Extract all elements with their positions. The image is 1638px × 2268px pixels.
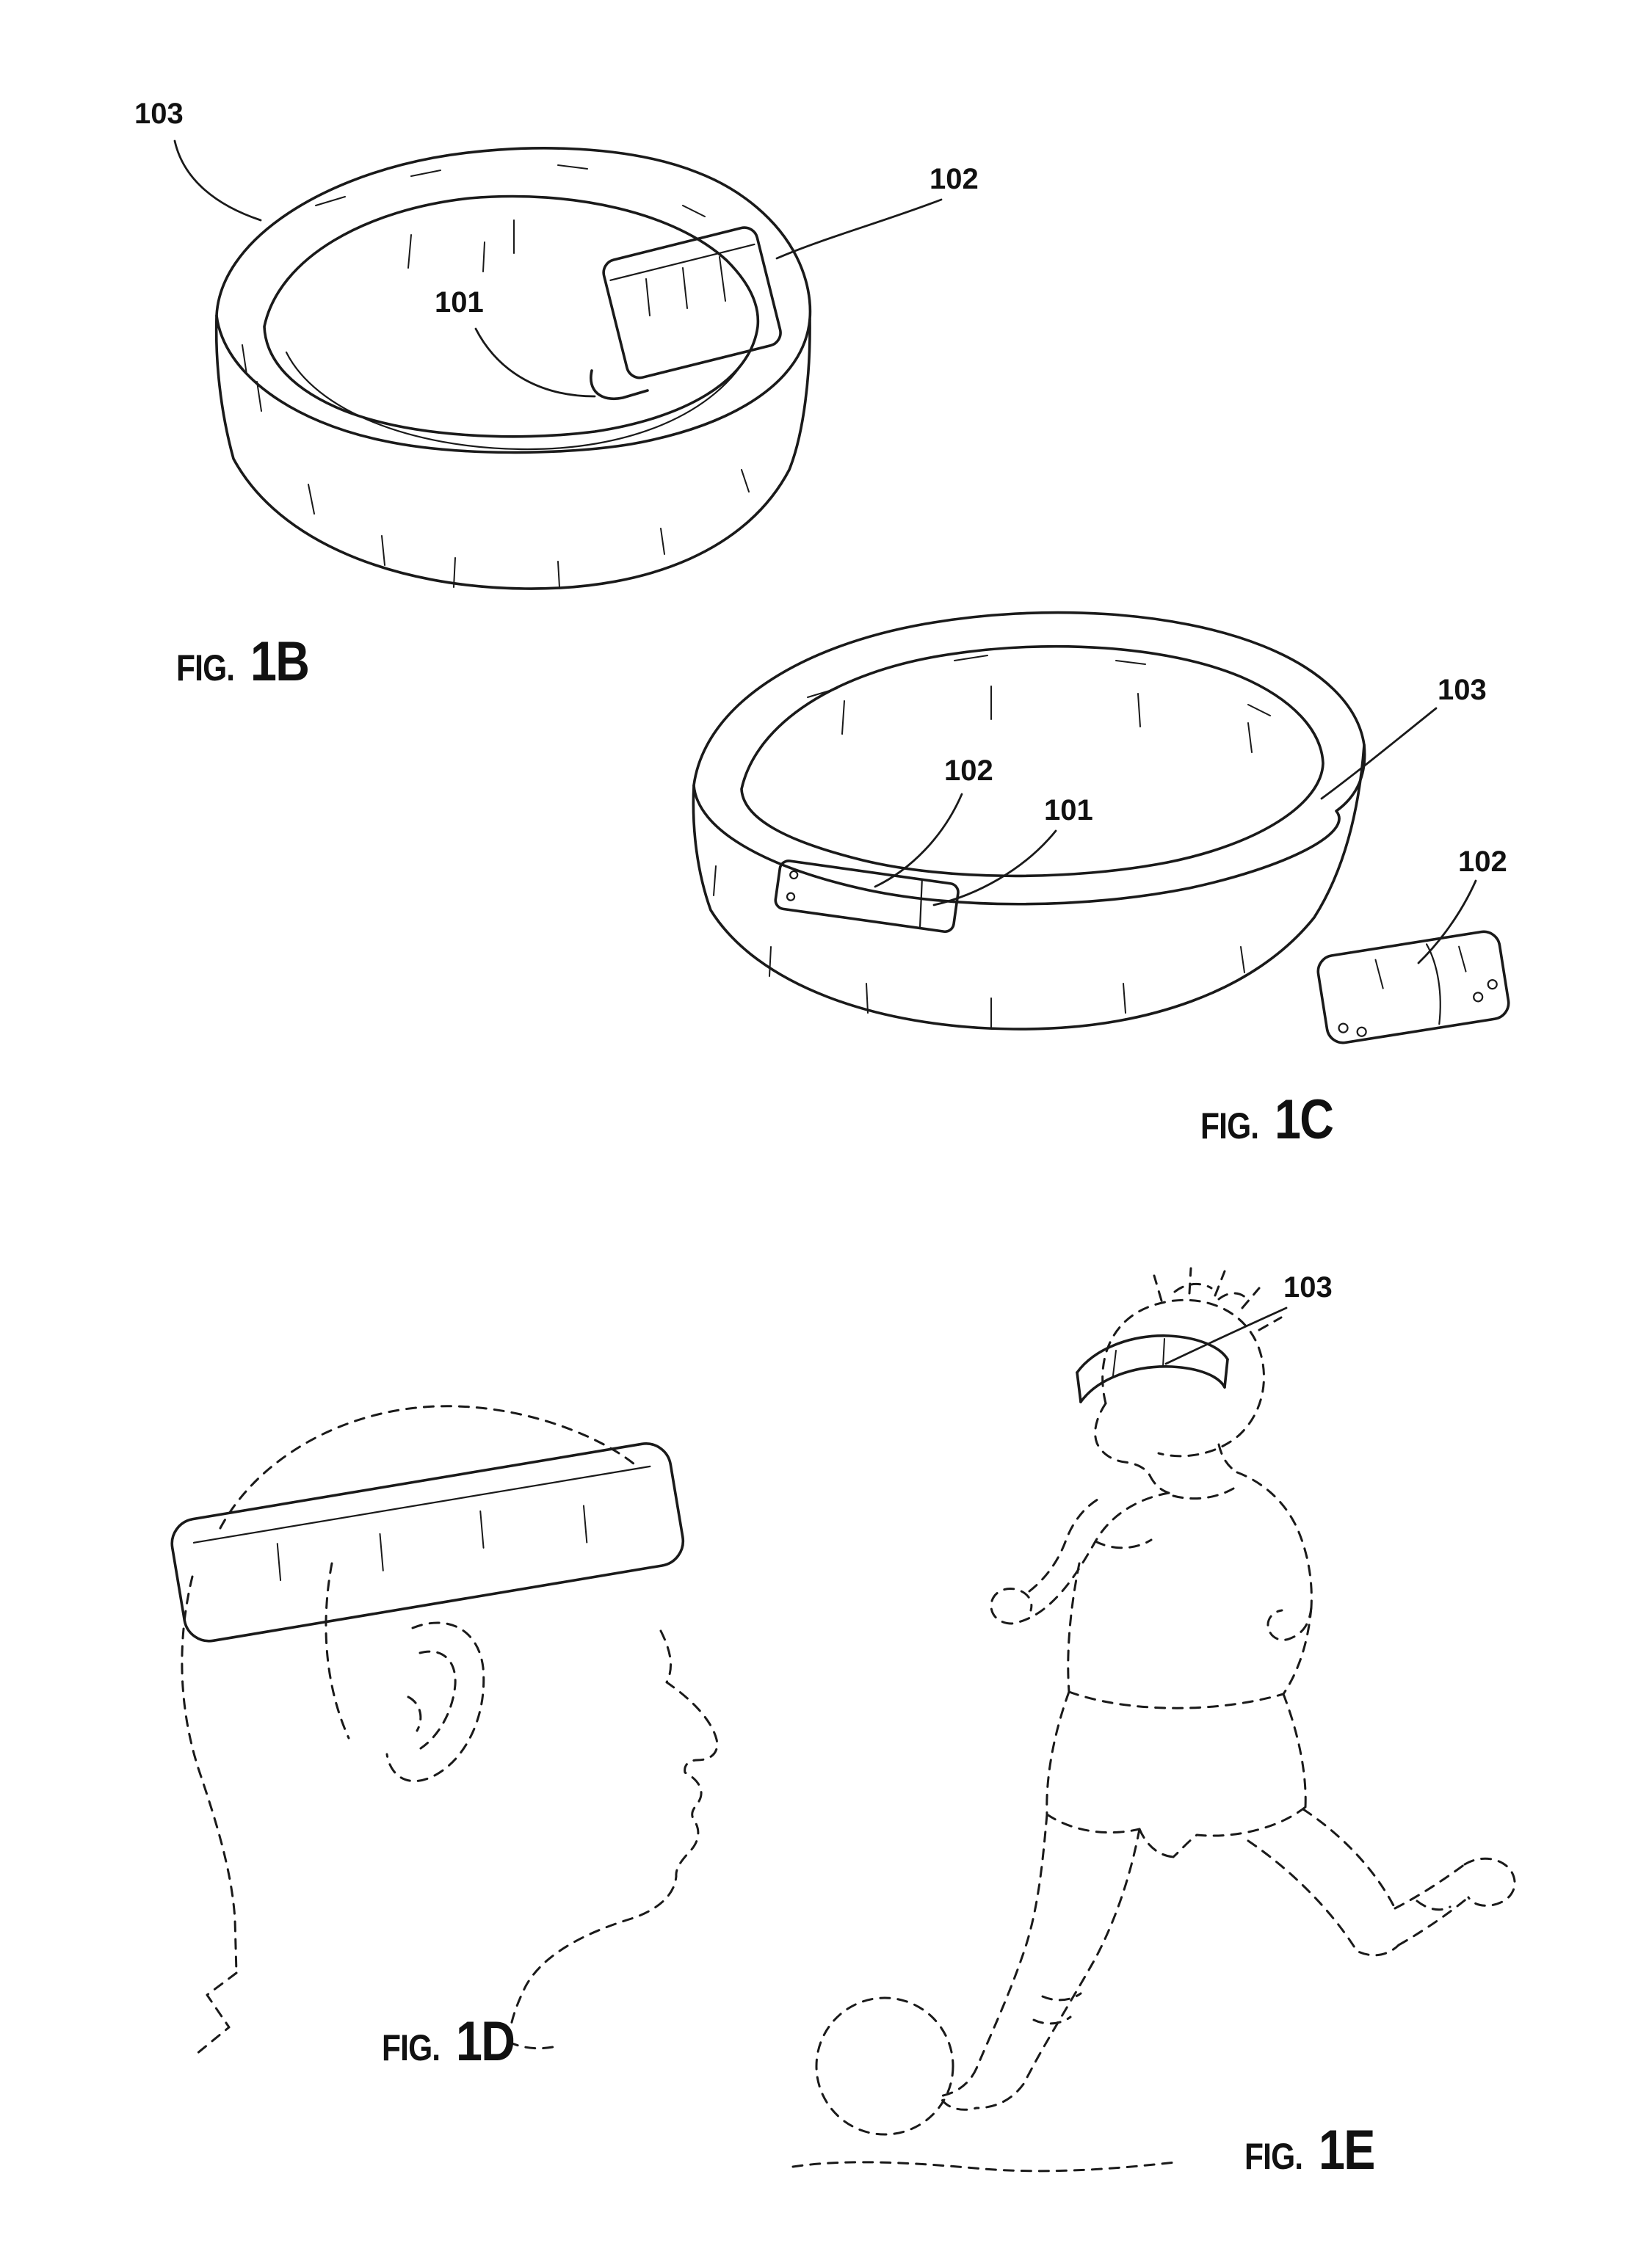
leader-1c-102-band (874, 793, 963, 888)
ref-label-1c-101: 101 (1044, 794, 1093, 826)
leader-1b-102 (775, 198, 943, 260)
fig-1c-caption-number: 1C (1275, 1088, 1334, 1151)
fig-1d-drawing (170, 1405, 719, 2055)
ref-label-1c-102-module: 102 (1458, 846, 1507, 878)
fig-1c-caption-prefix: FIG. (1200, 1105, 1259, 1146)
ref-label-1e-103: 103 (1283, 1271, 1333, 1304)
fig-1d-caption: FIG. 1D (382, 2010, 524, 2073)
ref-label-1b-102: 102 (929, 163, 979, 195)
leader-1c-103 (1320, 707, 1438, 800)
ref-label-1b-103: 103 (134, 98, 184, 130)
leader-1b-103 (173, 139, 262, 222)
fig-1c-drawing (692, 611, 1510, 1044)
leader-1b-101 (474, 327, 596, 398)
fig-1e-caption-number: 1E (1319, 2119, 1375, 2181)
ref-label-1b-101: 101 (435, 286, 484, 319)
ref-label-1c-103: 103 (1438, 674, 1487, 706)
leader-1c-102-module (1417, 879, 1477, 964)
fig-1c-caption: FIG. 1C (1200, 1088, 1343, 1152)
fig-1d-caption-prefix: FIG. (382, 2027, 441, 2068)
fig-1e-caption-prefix: FIG. (1244, 2136, 1303, 2177)
ref-label-1c-102-band: 102 (944, 755, 993, 787)
fig-1e-drawing (791, 1267, 1516, 2173)
fig-1d-caption-number: 1D (456, 2010, 515, 2073)
leader-1e-103 (1164, 1306, 1288, 1365)
leader-1c-101 (932, 829, 1057, 906)
fig-1b-caption-prefix: FIG. (176, 647, 235, 688)
fig-1b-drawing (173, 139, 943, 590)
fig-1b-caption-number: 1B (250, 630, 310, 693)
fig-1e-caption: FIG. 1E (1244, 2118, 1384, 2182)
fig-1b-caption: FIG. 1B (176, 630, 319, 694)
